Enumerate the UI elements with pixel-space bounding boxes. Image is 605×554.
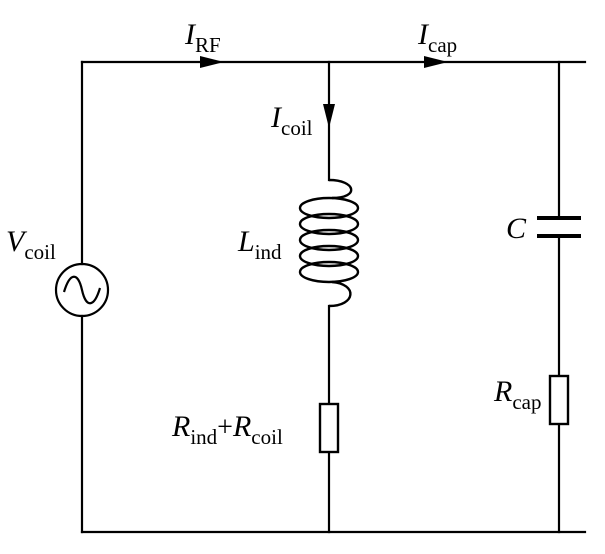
label-i-cap: Icap (418, 18, 458, 57)
arrow-i-cap (424, 56, 448, 68)
label-r-cap: Rcap (494, 375, 542, 414)
label-i-rf: IRF (185, 18, 221, 57)
ac-source (54, 262, 110, 318)
label-c: C (506, 212, 527, 245)
inductor-coil (298, 178, 360, 308)
arrow-i-coil (323, 104, 335, 128)
label-l-ind: Lind (238, 225, 282, 264)
capacitor (537, 216, 581, 238)
label-i-coil: Icoil (271, 101, 313, 140)
label-r-ind-plus-r-coil: Rind+Rcoil (172, 410, 283, 449)
arrow-i-rf (200, 56, 224, 68)
label-v-coil: Vcoil (6, 225, 56, 264)
resistor-ind-coil (318, 402, 340, 454)
resistor-cap (548, 374, 570, 426)
sine-wave-icon (62, 275, 102, 305)
